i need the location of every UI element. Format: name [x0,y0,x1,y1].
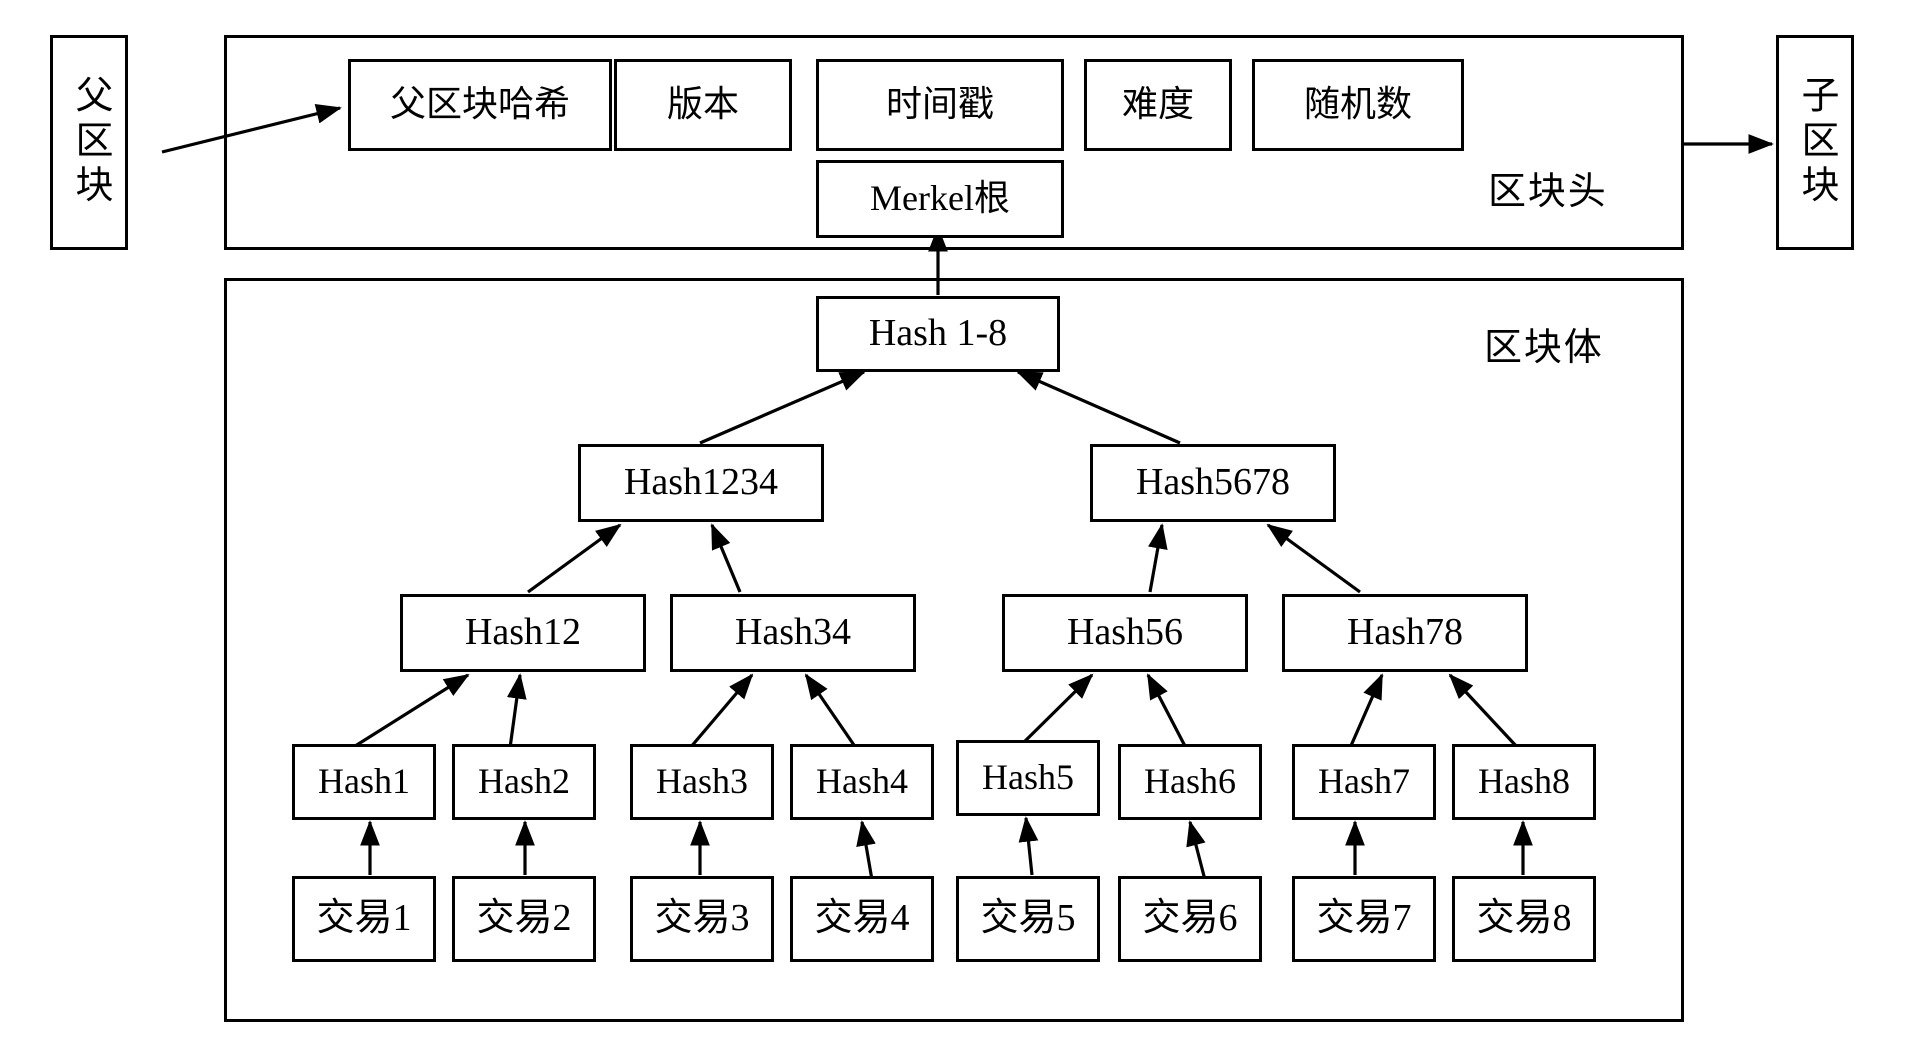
merkle-node-label: Hash1234 [623,461,779,504]
header-field-difficulty[interactable]: 难度 [1084,59,1232,151]
merkle-node-hash5678[interactable]: Hash5678 [1090,444,1336,522]
transaction-label: 交易5 [980,897,1076,940]
merkle-node-hash56[interactable]: Hash56 [1002,594,1248,672]
transaction-node-4[interactable]: 交易4 [790,876,934,962]
child-block-node[interactable]: 子区块 [1776,35,1854,250]
leaf-hash-label: Hash4 [816,761,908,802]
merkle-node-label: Hash56 [1066,611,1184,654]
merkle-node-label: Hash34 [734,611,852,654]
transaction-label: 交易8 [1476,897,1572,940]
transaction-label: 交易7 [1316,897,1412,940]
transaction-node-1[interactable]: 交易1 [292,876,436,962]
block-body-frame [224,278,1684,1022]
leaf-hash-label: Hash2 [478,761,570,802]
merkle-node-label: Hash 1-8 [868,312,1008,355]
merkle-node-hash12[interactable]: Hash12 [400,594,646,672]
leaf-hash-label: Hash7 [1318,761,1410,802]
transaction-node-2[interactable]: 交易2 [452,876,596,962]
header-field-version[interactable]: 版本 [614,59,792,151]
header-field-nonce[interactable]: 随机数 [1252,59,1464,151]
header-field-label: 父区块哈希 [389,84,570,125]
merkle-node-hash1234[interactable]: Hash1234 [578,444,824,522]
leaf-hash-label: Hash6 [1144,761,1236,802]
header-field-label: 难度 [1121,84,1194,125]
leaf-hash-node-3[interactable]: Hash3 [630,744,774,820]
transaction-label: 交易3 [654,897,750,940]
leaf-hash-node-5[interactable]: Hash5 [956,740,1100,816]
block-header-region-label: 区块头 [1488,171,1608,213]
parent-block-label: 父区块 [68,75,111,210]
parent-block-node[interactable]: 父区块 [50,35,128,250]
leaf-hash-node-8[interactable]: Hash8 [1452,744,1596,820]
transaction-node-6[interactable]: 交易6 [1118,876,1262,962]
transaction-label: 交易1 [316,897,412,940]
merkle-node-label: Hash12 [464,611,582,654]
header-field-label: 版本 [666,84,739,125]
header-field-timestamp[interactable]: 时间戳 [816,59,1064,151]
leaf-hash-node-1[interactable]: Hash1 [292,744,436,820]
child-block-label: 子区块 [1794,75,1837,210]
leaf-hash-node-4[interactable]: Hash4 [790,744,934,820]
transaction-node-5[interactable]: 交易5 [956,876,1100,962]
leaf-hash-label: Hash5 [982,757,1074,798]
merkle-root-label: Merkel根 [870,178,1010,219]
leaf-hash-node-7[interactable]: Hash7 [1292,744,1436,820]
header-field-parent-hash[interactable]: 父区块哈希 [348,59,612,151]
header-field-label: 随机数 [1303,84,1412,125]
transaction-label: 交易2 [476,897,572,940]
merkle-node-hash-1-8[interactable]: Hash 1-8 [816,296,1060,372]
merkle-node-hash78[interactable]: Hash78 [1282,594,1528,672]
leaf-hash-label: Hash3 [656,761,748,802]
transaction-label: 交易6 [1142,897,1238,940]
transaction-node-7[interactable]: 交易7 [1292,876,1436,962]
leaf-hash-label: Hash1 [318,761,410,802]
leaf-hash-label: Hash8 [1478,761,1570,802]
transaction-node-8[interactable]: 交易8 [1452,876,1596,962]
header-field-merkle-root[interactable]: Merkel根 [816,160,1064,238]
transaction-node-3[interactable]: 交易3 [630,876,774,962]
leaf-hash-node-2[interactable]: Hash2 [452,744,596,820]
merkle-node-label: Hash5678 [1135,461,1291,504]
header-field-label: 时间戳 [885,84,994,125]
merkle-node-label: Hash78 [1346,611,1464,654]
leaf-hash-node-6[interactable]: Hash6 [1118,744,1262,820]
transaction-label: 交易4 [814,897,910,940]
block-body-region-label: 区块体 [1484,327,1604,369]
merkle-node-hash34[interactable]: Hash34 [670,594,916,672]
